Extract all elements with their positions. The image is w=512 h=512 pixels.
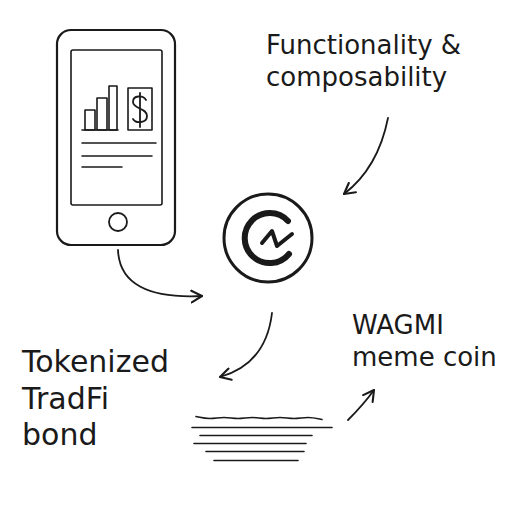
scribble-stroke [194, 443, 306, 445]
flow-arrow [220, 313, 272, 377]
asset-label: WAGMI meme coin [352, 310, 502, 373]
scribble-stroke [200, 435, 312, 437]
asset-label: Tokenized TradFi bond [22, 344, 169, 454]
dollar-box [128, 88, 152, 130]
callout-text-slot: Functionality & composability [266, 30, 486, 93]
scribble-stroke [196, 417, 322, 420]
scribble [192, 417, 332, 461]
chart-bar [97, 98, 107, 130]
scribble-stroke [206, 451, 304, 453]
chart-bar [85, 110, 95, 130]
dollar-symbol [133, 93, 147, 127]
scribble-stroke [214, 460, 298, 462]
flow-arrow [118, 250, 202, 296]
flow-arrow [344, 118, 388, 194]
callout-text: Functionality & composability [266, 30, 486, 93]
chart-bar [109, 86, 117, 130]
token-circle [224, 194, 312, 282]
flow-arrow [348, 390, 374, 420]
scribble-stroke [192, 427, 332, 429]
token-logo-zigzag [262, 231, 292, 246]
phone-body [57, 30, 175, 245]
home-button [109, 213, 127, 231]
asset-label-slot: Tokenized TradFi bond [22, 344, 169, 454]
text-line [82, 142, 156, 144]
asset-label-slot: WAGMI meme coin [352, 310, 502, 373]
phone-screen [71, 50, 162, 205]
text-line [82, 166, 122, 168]
text-line [82, 155, 152, 157]
